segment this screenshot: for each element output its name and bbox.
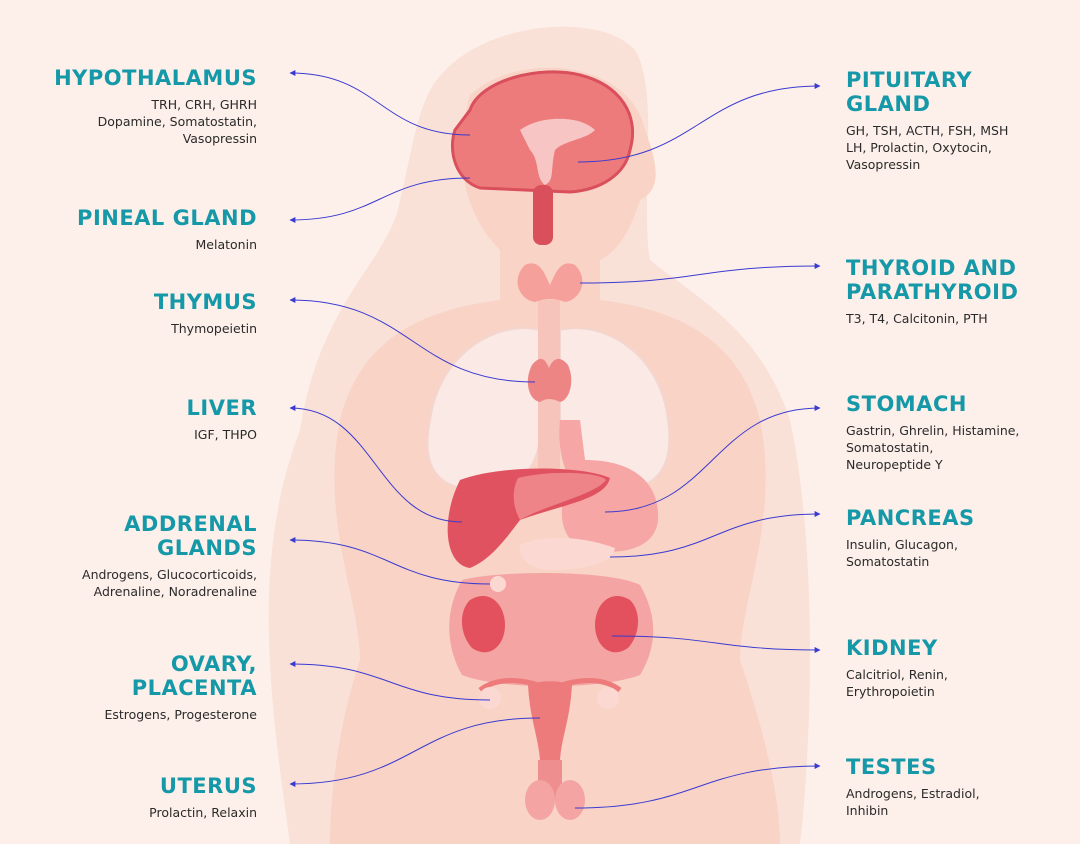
- connector-uterus: [289, 717, 541, 787]
- hypothalamus-hormones: TRH, CRH, GHRH Dopamine, Somatostatin, V…: [97, 97, 257, 146]
- connector-testes: [574, 763, 821, 809]
- label-adrenal: ADDRENAL GLANDS Androgens, Glucocorticoid…: [0, 512, 257, 600]
- thymus-title: THYMUS: [153, 290, 257, 314]
- kidney-hormones: Calcitriol, Renin, Erythropoietin: [846, 667, 948, 699]
- pituitary-hormones: GH, TSH, ACTH, FSH, MSH LH, Prolactin, O…: [846, 123, 1009, 172]
- label-hypothalamus: HYPOTHALAMUS TRH, CRH, GHRH Dopamine, Som…: [0, 66, 257, 147]
- label-kidney: KIDNEY Calcitriol, Renin, Erythropoietin: [846, 636, 1066, 700]
- connector-kidney: [611, 635, 821, 653]
- liver-hormones: IGF, THPO: [194, 427, 257, 442]
- pancreas-hormones: Insulin, Glucagon, Somatostatin: [846, 537, 958, 569]
- connector-thyroid: [579, 263, 821, 284]
- pituitary-title: PITUITARY GLAND: [846, 68, 973, 116]
- connector-stomach: [604, 405, 821, 513]
- uterus-shape: [528, 681, 572, 760]
- adrenal-gland: [490, 576, 506, 592]
- right-ovary: [597, 687, 619, 709]
- uterus-title: UTERUS: [159, 774, 257, 798]
- label-pineal: PINEAL GLAND Melatonin: [0, 206, 257, 253]
- label-testes: TESTES Androgens, Estradiol, Inhibin: [846, 755, 1066, 819]
- pancreas-shape: [519, 537, 615, 570]
- label-stomach: STOMACH Gastrin, Ghrelin, Histamine, Soma…: [846, 392, 1066, 473]
- connector-adrenal: [289, 537, 491, 585]
- pineal-hormones: Melatonin: [195, 237, 257, 252]
- ovary-hormones: Estrogens, Progesterone: [104, 707, 257, 722]
- label-thyroid: THYROID AND PARATHYROID T3, T4, Calcitoni…: [846, 256, 1066, 327]
- liver-highlight: [513, 472, 606, 520]
- connector-pituitary: [577, 83, 821, 163]
- intestines: [449, 573, 654, 687]
- left-kidney: [461, 596, 505, 653]
- label-ovary: OVARY, PLACENTA Estrogens, Progesterone: [0, 652, 257, 723]
- right-kidney: [595, 596, 639, 653]
- connector-pancreas: [609, 511, 821, 558]
- connector-lines: [289, 70, 821, 809]
- brain-inner: [520, 118, 595, 185]
- adrenal-title: ADDRENAL GLANDS: [124, 512, 257, 560]
- testes-hormones: Androgens, Estradiol, Inhibin: [846, 786, 980, 818]
- testes-title: TESTES: [846, 755, 937, 779]
- left-ovary: [479, 687, 501, 709]
- pancreas-title: PANCREAS: [846, 506, 975, 530]
- thyroid-shape: [517, 263, 583, 302]
- right-testis: [555, 780, 585, 820]
- connector-hypothalamus: [289, 70, 471, 136]
- liver-title: LIVER: [186, 396, 257, 420]
- stomach-title: STOMACH: [846, 392, 967, 416]
- label-pituitary: PITUITARY GLAND GH, TSH, ACTH, FSH, MSH L…: [846, 68, 1066, 173]
- connector-liver: [289, 405, 463, 523]
- stomach-hormones: Gastrin, Ghrelin, Histamine, Somatostati…: [846, 423, 1020, 472]
- thymus-shape: [527, 358, 572, 402]
- ovary-title: OVARY, PLACENTA: [131, 652, 257, 700]
- label-pancreas: PANCREAS Insulin, Glucagon, Somatostatin: [846, 506, 1066, 570]
- label-liver: LIVER IGF, THPO: [0, 396, 257, 443]
- hypothalamus-title: HYPOTHALAMUS: [54, 66, 257, 90]
- kidney-title: KIDNEY: [846, 636, 938, 660]
- connector-pineal: [289, 177, 471, 223]
- stomach-shape: [559, 420, 659, 552]
- thymus-hormones: Thymopeietin: [171, 321, 257, 336]
- adrenal-hormones: Androgens, Glucocorticoids, Adrenaline, …: [82, 567, 257, 599]
- connector-thymus: [289, 297, 536, 383]
- thyroid-hormones: T3, T4, Calcitonin, PTH: [846, 311, 988, 326]
- connector-ovary: [289, 661, 491, 701]
- label-uterus: UTERUS Prolactin, Relaxin: [0, 774, 257, 821]
- thyroid-title: THYROID AND PARATHYROID: [846, 256, 1019, 304]
- label-thymus: THYMUS Thymopeietin: [0, 290, 257, 337]
- brainstem: [533, 185, 553, 245]
- uterus-hormones: Prolactin, Relaxin: [149, 805, 257, 820]
- left-testis: [525, 780, 555, 820]
- pineal-title: PINEAL GLAND: [77, 206, 257, 230]
